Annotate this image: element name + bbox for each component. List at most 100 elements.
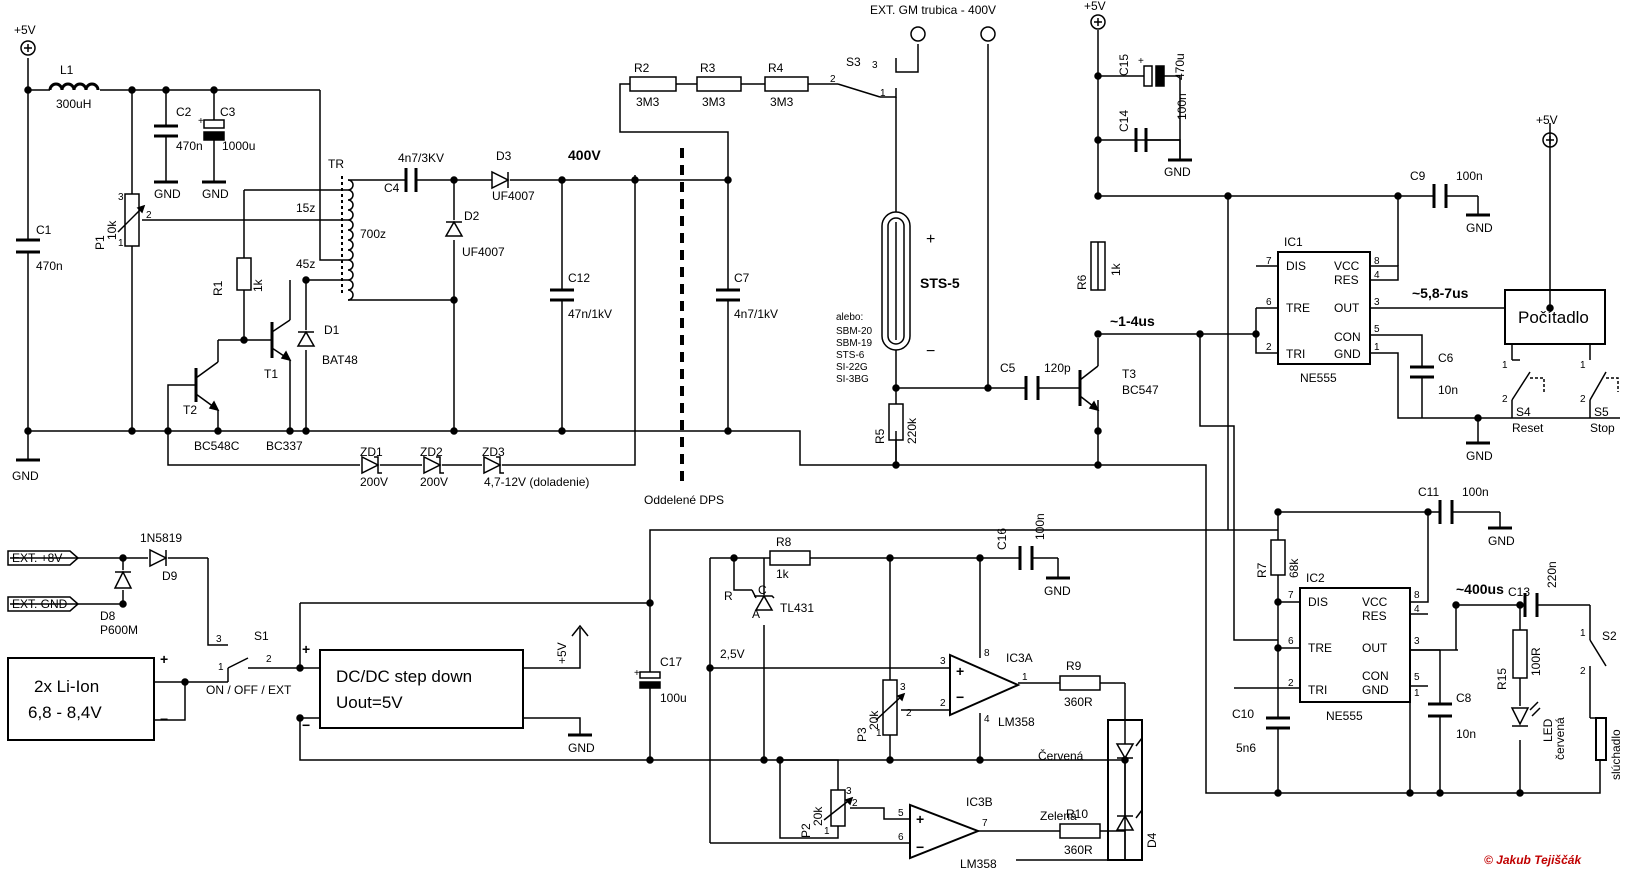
- svg-text:T3: T3: [1122, 367, 1136, 381]
- capacitor-c7: C7 4n7/1kV: [716, 271, 778, 321]
- credit: © Jakub Tejiščák: [1484, 853, 1582, 867]
- led-d4: Červená Zelená D4: [1038, 719, 1159, 861]
- svg-text:ZD2: ZD2: [420, 445, 443, 459]
- svg-text:IC1: IC1: [1284, 235, 1303, 249]
- svg-text:2: 2: [940, 698, 946, 709]
- svg-text:5: 5: [898, 808, 904, 819]
- svg-text:SI-3BG: SI-3BG: [836, 374, 869, 385]
- svg-text:D3: D3: [496, 149, 512, 163]
- switch-s2[interactable]: 1 2 S2: [1580, 628, 1617, 677]
- diode-d1: D1 BAT48: [296, 323, 358, 367]
- svg-text:15z: 15z: [296, 201, 315, 215]
- potentiometer-p2: P2 20k 3 2 1: [799, 786, 858, 838]
- svg-text:ZD1: ZD1: [360, 445, 383, 459]
- svg-text:GND: GND: [1466, 449, 1493, 463]
- svg-text:R1: R1: [211, 280, 225, 296]
- switch-s4[interactable]: 1 2 S4 Reset: [1502, 359, 1545, 435]
- svg-text:R6: R6: [1075, 274, 1089, 290]
- svg-text:LED: LED: [1541, 718, 1555, 742]
- svg-text:DC/DC step down: DC/DC step down: [336, 667, 472, 686]
- svg-text:+5V: +5V: [1536, 113, 1558, 127]
- svg-text:3: 3: [846, 786, 852, 797]
- svg-text:červená: červená: [1553, 717, 1567, 760]
- svg-text:1: 1: [118, 238, 124, 249]
- supply-v5-right: +5V: [1536, 113, 1558, 148]
- svg-text:20k: 20k: [867, 710, 881, 730]
- capacitor-c3: + C3 1000u: [198, 105, 255, 153]
- transistor-t1: T1 BC337: [264, 319, 303, 453]
- svg-text:P3: P3: [855, 727, 869, 742]
- svg-text:−: −: [302, 717, 310, 733]
- label-400v: 400V: [568, 147, 601, 163]
- svg-text:GND: GND: [1334, 347, 1361, 361]
- svg-text:TR: TR: [328, 157, 344, 171]
- svg-text:TRE: TRE: [1286, 301, 1310, 315]
- capacitor-c10: C10 5n6: [1232, 707, 1290, 755]
- svg-text:OUT: OUT: [1362, 641, 1388, 655]
- svg-text:2: 2: [906, 708, 912, 719]
- capacitor-c14: C14 100n: [1117, 93, 1189, 152]
- svg-text:5: 5: [1414, 672, 1420, 683]
- svg-text:+: +: [634, 668, 640, 679]
- label-pulse1: ~1-4us: [1110, 313, 1155, 329]
- terminal-gm-2[interactable]: [980, 26, 996, 42]
- svg-text:A: A: [752, 607, 760, 621]
- connector-extgnd[interactable]: EXT. GND: [7, 596, 80, 612]
- svg-text:EXT. GND: EXT. GND: [12, 597, 68, 611]
- svg-text:T2: T2: [183, 403, 197, 417]
- capacitor-c2: C2 470n: [154, 105, 203, 153]
- svg-text:alebo:: alebo:: [836, 312, 863, 323]
- svg-text:R10: R10: [1066, 807, 1088, 821]
- ic2-ne555: IC2 NE555 DIS VCC RES TRE OUT CON TRI GN…: [1234, 571, 1420, 723]
- capacitor-c5: C5 120p: [1000, 361, 1071, 400]
- svg-text:7: 7: [1266, 256, 1272, 267]
- svg-text:1N5819: 1N5819: [140, 531, 182, 545]
- svg-text:D1: D1: [324, 323, 340, 337]
- resistor-r8: R8 1k: [769, 535, 811, 581]
- switch-s1[interactable]: S1 3 2 1 ON / OFF / EXT: [206, 629, 292, 697]
- svg-text:+: +: [1138, 56, 1144, 67]
- svg-text:SBM-19: SBM-19: [836, 338, 873, 349]
- svg-text:45z: 45z: [296, 257, 315, 271]
- svg-text:RES: RES: [1334, 273, 1359, 287]
- svg-text:C3: C3: [220, 105, 236, 119]
- battery-box: 2x Li-Ion 6,8 - 8,4V + −: [7, 651, 175, 741]
- svg-text:200V: 200V: [360, 475, 388, 489]
- svg-text:100R: 100R: [1529, 647, 1543, 676]
- supply-v5-out: +5V: [555, 624, 589, 664]
- gm-tube: + − STS-5 alebo: SBM-20 SBM-19 STS-6 SI-…: [836, 211, 960, 385]
- resistor-r2: R2 3M3: [629, 61, 677, 109]
- svg-text:Stop: Stop: [1590, 421, 1615, 435]
- svg-text:2: 2: [1580, 394, 1586, 405]
- svg-text:100n: 100n: [1175, 93, 1189, 120]
- svg-text:C1: C1: [36, 223, 52, 237]
- svg-text:C14: C14: [1117, 110, 1131, 132]
- inductor-l1: L1 300uH: [48, 63, 100, 111]
- svg-text:GND: GND: [1362, 683, 1389, 697]
- tl431: R C A TL431: [724, 583, 814, 621]
- terminal-gm-1[interactable]: [910, 26, 926, 42]
- svg-text:C: C: [758, 583, 767, 597]
- svg-text:C9: C9: [1410, 169, 1426, 183]
- svg-text:GND: GND: [1466, 221, 1493, 235]
- svg-text:Zelená: Zelená: [1040, 809, 1077, 823]
- zener-zd3: ZD3 4,7-12V (doladenie): [482, 445, 589, 489]
- diode-d9: 1N5819 D9: [140, 531, 182, 583]
- speaker: slúchadlo: [1590, 717, 1623, 780]
- svg-text:5: 5: [1374, 324, 1380, 335]
- gnd-symbols: GND GND GND GND GND GND GND GND GND: [12, 158, 1515, 755]
- svg-text:GND: GND: [1044, 584, 1071, 598]
- svg-text:700z: 700z: [360, 227, 386, 241]
- svg-text:3: 3: [900, 682, 906, 693]
- capacitor-c17: + C17 100u: [634, 655, 687, 705]
- connector-ext8[interactable]: EXT. +8V: [7, 550, 80, 566]
- svg-text:S1: S1: [254, 629, 269, 643]
- svg-text:3M3: 3M3: [702, 95, 726, 109]
- svg-text:C2: C2: [176, 105, 192, 119]
- svg-text:TL431: TL431: [780, 601, 814, 615]
- svg-text:S2: S2: [1602, 629, 1617, 643]
- svg-text:P1: P1: [93, 235, 107, 250]
- switch-s5[interactable]: 1 2 S5 Stop: [1580, 360, 1619, 435]
- opamp-ic3b: + − IC3B LM358 5 6 7: [898, 795, 997, 871]
